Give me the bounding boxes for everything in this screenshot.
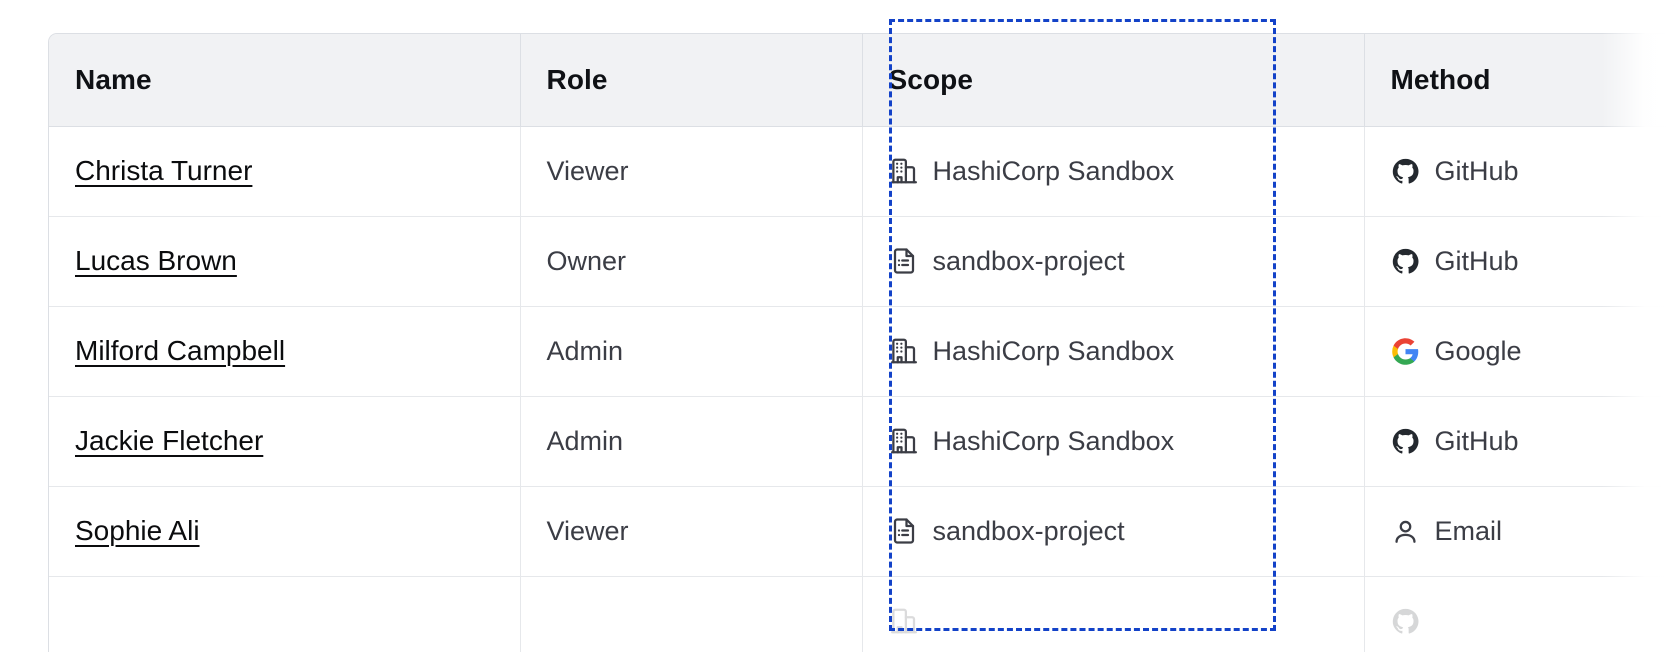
cell-role <box>520 576 863 652</box>
user-name-link[interactable]: Jackie Fletcher <box>75 425 264 456</box>
cell-role: Admin <box>520 306 863 397</box>
method-label: Google <box>1434 335 1522 366</box>
cell-name <box>49 576 521 652</box>
table-row: Jackie Fletcher Admin <box>49 396 1672 487</box>
google-icon <box>1391 336 1421 366</box>
cell-method: GitHub <box>1364 396 1672 487</box>
method-label: Email <box>1434 515 1503 546</box>
cell-method: GitHub <box>1364 126 1672 217</box>
method-label: GitHub <box>1434 155 1519 186</box>
user-name-link[interactable]: Christa Turner <box>75 155 253 186</box>
cell-scope: HashiCorp Sandbox <box>862 126 1365 217</box>
table-body: Christa Turner Viewer <box>49 126 1672 652</box>
column-header-method[interactable]: Method <box>1364 34 1672 127</box>
table-row: Sophie Ali Viewer <box>49 486 1672 577</box>
scope-label: sandbox-project <box>932 515 1125 546</box>
cell-name: Milford Campbell <box>49 306 521 397</box>
cell-name: Christa Turner <box>49 126 521 217</box>
organization-icon <box>889 426 919 456</box>
user-name-link[interactable]: Milford Campbell <box>75 335 286 366</box>
user-icon <box>1391 516 1421 546</box>
cell-name: Sophie Ali <box>49 486 521 577</box>
cell-method: Google <box>1364 306 1672 397</box>
user-name-link[interactable]: Lucas Brown <box>75 245 237 276</box>
table-header-row: Name Role Scope Method <box>49 34 1672 127</box>
method-label: GitHub <box>1434 245 1519 276</box>
cell-role: Viewer <box>520 486 863 577</box>
github-icon <box>1391 426 1421 456</box>
cell-scope: sandbox-project <box>862 486 1365 577</box>
table-header: Name Role Scope Method <box>49 34 1672 127</box>
access-table: Name Role Scope Method Christa Turner Vi… <box>49 34 1672 652</box>
scope-label: HashiCorp Sandbox <box>932 155 1175 186</box>
cell-name: Jackie Fletcher <box>49 396 521 487</box>
project-document-icon <box>889 246 919 276</box>
method-label: GitHub <box>1434 425 1519 456</box>
cell-scope <box>862 576 1365 652</box>
github-icon <box>1391 606 1421 636</box>
table-row: Milford Campbell Admin <box>49 306 1672 397</box>
scope-label: HashiCorp Sandbox <box>932 425 1175 456</box>
column-header-name[interactable]: Name <box>49 34 521 127</box>
access-table-container: Name Role Scope Method Christa Turner Vi… <box>48 33 1672 652</box>
cell-method: Email <box>1364 486 1672 577</box>
scope-label: sandbox-project <box>932 245 1125 276</box>
github-icon <box>1391 156 1421 186</box>
cell-method: GitHub <box>1364 216 1672 307</box>
organization-icon <box>889 336 919 366</box>
organization-icon <box>889 606 919 636</box>
cell-scope: HashiCorp Sandbox <box>862 306 1365 397</box>
github-icon <box>1391 246 1421 276</box>
user-name-link[interactable]: Sophie Ali <box>75 515 200 546</box>
cell-scope: HashiCorp Sandbox <box>862 396 1365 487</box>
organization-icon <box>889 156 919 186</box>
table-row: Christa Turner Viewer <box>49 126 1672 217</box>
column-header-scope[interactable]: Scope <box>862 34 1365 127</box>
scope-label: HashiCorp Sandbox <box>932 335 1175 366</box>
table-row: Lucas Brown Owner <box>49 216 1672 307</box>
cell-role: Owner <box>520 216 863 307</box>
project-document-icon <box>889 516 919 546</box>
column-header-role[interactable]: Role <box>520 34 863 127</box>
cell-scope: sandbox-project <box>862 216 1365 307</box>
table-row <box>49 576 1672 652</box>
cell-role: Viewer <box>520 126 863 217</box>
cell-name: Lucas Brown <box>49 216 521 307</box>
cell-role: Admin <box>520 396 863 487</box>
cell-method <box>1364 576 1672 652</box>
